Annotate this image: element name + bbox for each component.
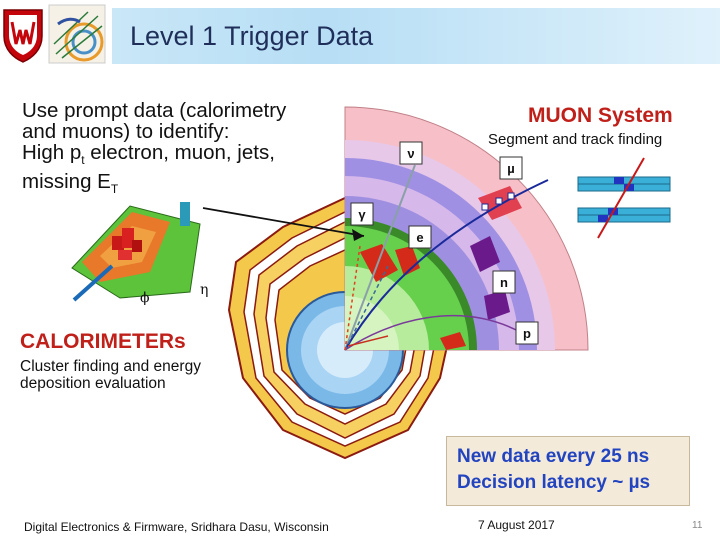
muon-system-subtitle: Segment and track finding [488,131,663,148]
uw-crest-logo [3,9,43,63]
muon-system-title: MUON System [528,104,673,127]
axis-label-eta: η [200,282,208,298]
calorimeters-description: Cluster finding and energy deposition ev… [20,358,201,392]
axis-label-phi: ϕ [140,290,150,306]
calorimeters-title: CALORIMETERs [20,330,186,353]
page-title: Level 1 Trigger Data [130,21,374,51]
notice-line-2: Decision latency ~ µs [457,472,651,493]
label-p: p [523,326,531,341]
footer-author: Digital Electronics & Firmware, Sridhara… [24,520,329,534]
calo-line-1: Cluster finding and energy [20,358,201,375]
muon-segment-icons [577,157,671,239]
particle-tracks [202,164,549,351]
calorimeter-lego-plot: ϕ η [71,202,208,306]
intro-line-1: Use prompt data (calorimetry [22,99,287,122]
notice-line-1: New data every 25 ns [457,446,650,467]
detector-sector [344,106,589,351]
cms-logo [48,4,106,64]
intro-text: Use prompt data (calorimetry and muons) … [22,100,286,200]
intro-line-3: High pt electron, muon, jets, [22,141,275,168]
intro-line-2: and muons) to identify: [22,120,230,143]
label-mu: µ [507,161,515,176]
header-bar [112,8,720,64]
label-nu: ν [407,146,414,161]
footer-date: 7 August 2017 [478,518,555,532]
intro-line-4: missing ET [22,170,119,197]
page-number: 11 [692,520,703,531]
label-e: e [416,230,423,245]
data-rate-notice: New data every 25 ns Decision latency ~ … [446,436,690,506]
calo-line-2: deposition evaluation [20,375,166,392]
particle-labels: ν µ γ e n p [350,141,539,345]
label-gamma: γ [358,207,366,222]
label-n: n [500,275,508,290]
